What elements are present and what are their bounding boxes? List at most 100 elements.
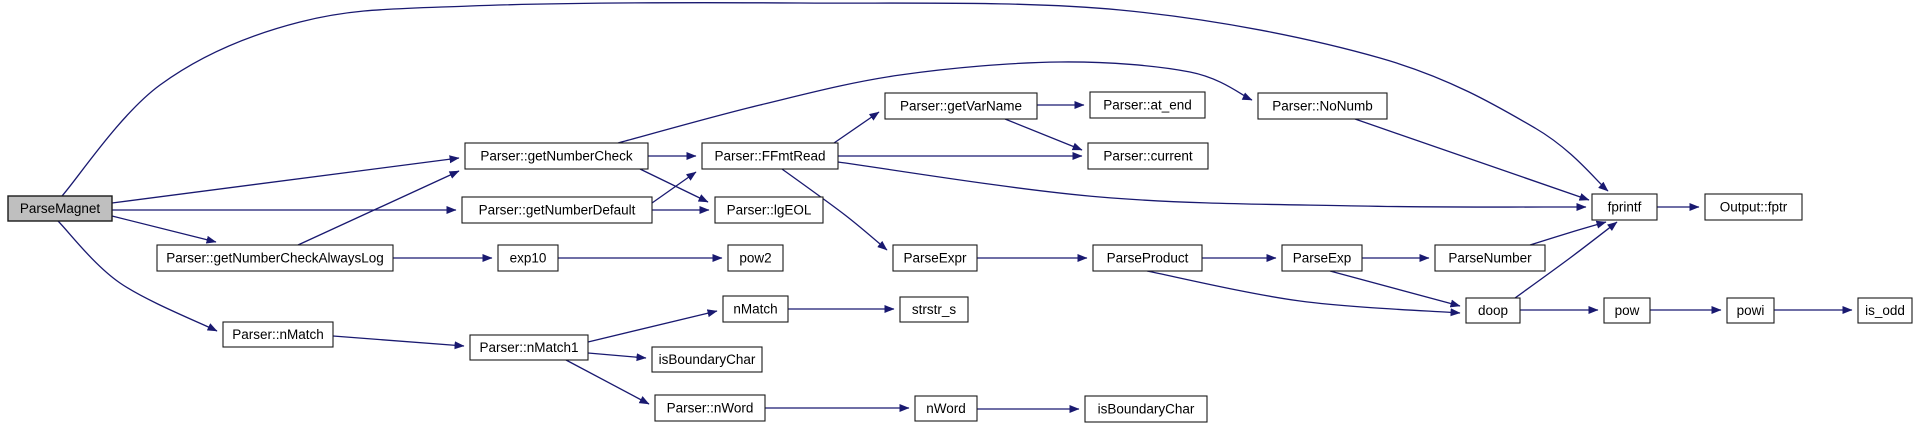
node-lgeol[interactable]: Parser::lgEOL — [714, 196, 824, 224]
node-current[interactable]: Parser::current — [1087, 142, 1209, 170]
node-box-pow[interactable] — [1603, 297, 1651, 324]
node-label-nonumb: Parser::NoNumb — [1272, 99, 1373, 114]
node-exp10[interactable]: exp10 — [497, 244, 559, 272]
node-label-pow: pow — [1615, 303, 1640, 318]
node-label-nmatch_parser: Parser::nMatch — [232, 327, 324, 342]
node-box-fprintf[interactable] — [1591, 193, 1658, 221]
edge-parsenumber-to-fprintf — [1529, 220, 1607, 246]
node-box-getnumbercheckalwayslog[interactable] — [156, 244, 394, 272]
node-isboundarychar1[interactable]: isBoundaryChar — [651, 346, 763, 373]
node-box-nmatch1[interactable] — [469, 334, 589, 361]
node-box-parseexpr[interactable] — [892, 244, 978, 272]
node-label-getnumberdefault: Parser::getNumberDefault — [479, 203, 636, 218]
node-parsenumber[interactable]: ParseNumber — [1434, 244, 1546, 272]
node-box-doop[interactable] — [1465, 297, 1521, 324]
node-box-ffmtread[interactable] — [701, 142, 839, 170]
node-box-parsenumber[interactable] — [1434, 244, 1546, 272]
node-box-parseexp[interactable] — [1281, 244, 1363, 272]
node-pow2[interactable]: pow2 — [727, 244, 784, 272]
node-fprintf[interactable]: fprintf — [1591, 193, 1658, 221]
node-nmatch1[interactable]: Parser::nMatch1 — [469, 334, 589, 361]
node-nword_parser[interactable]: Parser::nWord — [654, 394, 766, 422]
edge-doop-to-fprintf — [1514, 221, 1618, 299]
node-label-current: Parser::current — [1103, 149, 1193, 164]
node-getnumbercheckalwayslog[interactable]: Parser::getNumberCheckAlwaysLog — [156, 244, 394, 272]
node-doop[interactable]: doop — [1465, 297, 1521, 324]
node-label-nmatch_free: nMatch — [733, 302, 777, 317]
edge-ffmtread-to-parseexpr — [781, 168, 888, 251]
node-label-getvarname: Parser::getVarName — [900, 99, 1022, 114]
node-nmatch_parser[interactable]: Parser::nMatch — [222, 321, 334, 348]
edge-ffmtread-to-fprintf — [837, 161, 1587, 211]
edge-parseexp-to-doop — [1329, 270, 1461, 308]
node-getnumberdefault[interactable]: Parser::getNumberDefault — [461, 196, 653, 224]
node-nmatch_free[interactable]: nMatch — [722, 295, 789, 323]
node-box-exp10[interactable] — [497, 244, 559, 272]
node-label-strstr_s: strstr_s — [912, 302, 957, 317]
node-box-nmatch_free[interactable] — [722, 295, 789, 323]
edge-parsemagnet-to-getnumbercheck — [111, 155, 460, 204]
node-at_end[interactable]: Parser::at_end — [1089, 91, 1206, 119]
node-box-nword_free[interactable] — [914, 395, 978, 422]
node-isboundarychar2[interactable]: isBoundaryChar — [1084, 395, 1208, 423]
node-box-nmatch_parser[interactable] — [222, 321, 334, 348]
node-label-is_odd: is_odd — [1865, 303, 1905, 318]
node-box-getnumbercheck[interactable] — [464, 142, 649, 170]
node-parseproduct[interactable]: ParseProduct — [1092, 244, 1203, 272]
node-box-isboundarychar2[interactable] — [1084, 395, 1208, 423]
node-parseexpr[interactable]: ParseExpr — [892, 244, 978, 272]
node-strstr_s[interactable]: strstr_s — [899, 296, 969, 323]
node-box-pow2[interactable] — [727, 244, 784, 272]
node-box-parsemagnet[interactable] — [7, 195, 113, 222]
node-nonumb[interactable]: Parser::NoNumb — [1257, 92, 1388, 120]
node-label-pow2: pow2 — [739, 251, 771, 266]
edge-getnumberdefault-to-ffmtread — [651, 171, 697, 204]
node-box-isboundarychar1[interactable] — [651, 346, 763, 373]
node-box-powi[interactable] — [1726, 297, 1775, 324]
node-layer: ParseMagnetParser::getNumberCheckParser:… — [7, 91, 1913, 423]
node-label-nword_parser: Parser::nWord — [667, 401, 754, 416]
edge-layer — [57, 2, 1853, 413]
node-parsemagnet[interactable]: ParseMagnet — [7, 195, 113, 222]
node-box-at_end[interactable] — [1089, 91, 1206, 119]
node-box-parseproduct[interactable] — [1092, 244, 1203, 272]
edge-parseproduct-to-doop — [1146, 270, 1461, 317]
node-label-doop: doop — [1478, 303, 1508, 318]
node-powi[interactable]: powi — [1726, 297, 1775, 324]
node-output_fptr[interactable]: Output::fptr — [1704, 193, 1803, 221]
edge-parsemagnet-to-getnumbercheckalwayslog — [111, 215, 217, 244]
node-box-is_odd[interactable] — [1857, 297, 1913, 324]
node-label-isboundarychar1: isBoundaryChar — [659, 352, 756, 367]
node-box-nonumb[interactable] — [1257, 92, 1388, 120]
node-nword_free[interactable]: nWord — [914, 395, 978, 422]
node-getnumbercheck[interactable]: Parser::getNumberCheck — [464, 142, 649, 170]
node-label-parseexp: ParseExp — [1293, 251, 1352, 266]
node-label-parsemagnet: ParseMagnet — [20, 201, 101, 216]
edge-parsemagnet-to-nmatch_parser — [57, 220, 218, 332]
node-label-parseexpr: ParseExpr — [903, 251, 967, 266]
node-ffmtread[interactable]: Parser::FFmtRead — [701, 142, 839, 170]
node-parseexp[interactable]: ParseExp — [1281, 244, 1363, 272]
node-label-getnumbercheck: Parser::getNumberCheck — [480, 149, 633, 164]
node-label-parsenumber: ParseNumber — [1448, 251, 1532, 266]
node-box-nword_parser[interactable] — [654, 394, 766, 422]
node-box-strstr_s[interactable] — [899, 296, 969, 323]
node-pow[interactable]: pow — [1603, 297, 1651, 324]
node-box-current[interactable] — [1087, 142, 1209, 170]
node-box-output_fptr[interactable] — [1704, 193, 1803, 221]
node-label-fprintf: fprintf — [1608, 200, 1642, 215]
node-is_odd[interactable]: is_odd — [1857, 297, 1913, 324]
node-label-isboundarychar2: isBoundaryChar — [1098, 402, 1195, 417]
edge-nmatch_parser-to-nmatch1 — [332, 335, 465, 350]
node-label-exp10: exp10 — [510, 251, 547, 266]
node-box-lgeol[interactable] — [714, 196, 824, 224]
node-box-getvarname[interactable] — [884, 92, 1038, 120]
node-label-nword_free: nWord — [926, 401, 966, 416]
node-label-at_end: Parser::at_end — [1103, 98, 1192, 113]
edge-nmatch1-to-nmatch_free — [587, 309, 718, 343]
node-box-getnumberdefault[interactable] — [461, 196, 653, 224]
edge-getnumbercheck-to-nonumb — [617, 61, 1253, 144]
node-getvarname[interactable]: Parser::getVarName — [884, 92, 1038, 120]
